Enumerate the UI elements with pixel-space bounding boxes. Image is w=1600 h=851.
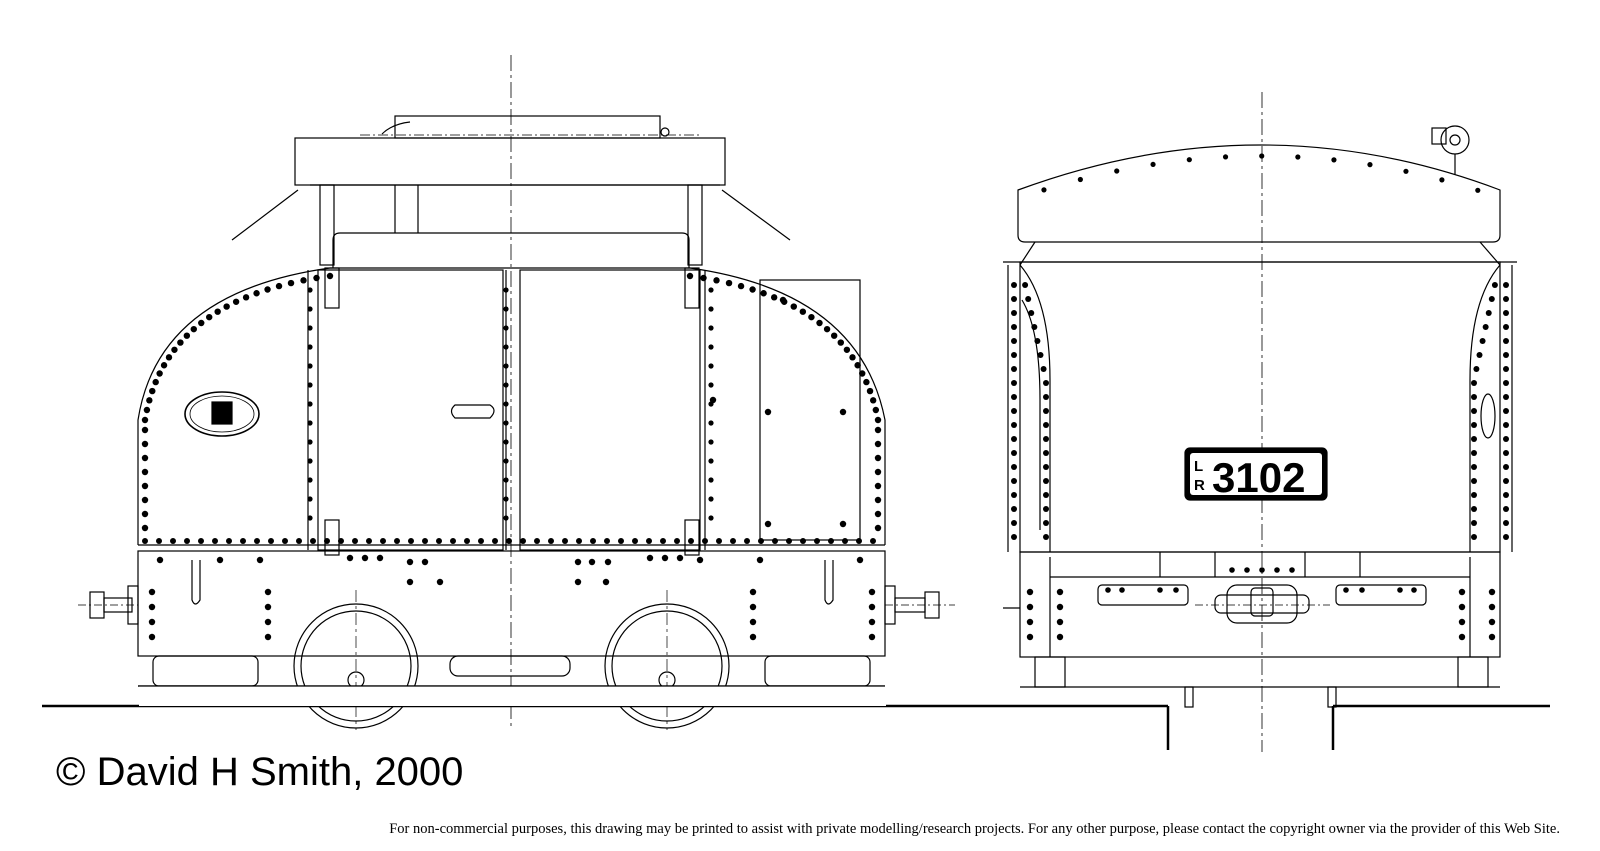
side-window-panel — [759, 279, 861, 541]
side-door-left — [317, 269, 504, 551]
usage-notice: For non-commercial purposes, this drawin… — [389, 821, 1560, 837]
side-roof — [294, 137, 726, 186]
end-view: L R 3102 — [1003, 92, 1517, 752]
side-coupler-left — [78, 585, 139, 625]
side-view — [78, 55, 955, 730]
end-side-lamp — [1480, 393, 1496, 439]
side-door-handle — [450, 404, 495, 419]
side-chassis — [137, 550, 886, 657]
copyright-text: © David H Smith, 2000 — [56, 750, 464, 794]
side-roof-pipe — [360, 115, 700, 139]
side-coupler-right — [884, 585, 955, 625]
end-number-plate: L R 3102 — [1184, 447, 1328, 501]
plate-number: 3102 — [1212, 454, 1305, 501]
plate-prefix-top: L — [1194, 458, 1203, 475]
plate-prefix-bottom: R — [1194, 477, 1205, 494]
makers-plate — [184, 391, 260, 437]
end-buffer-beam — [1019, 551, 1501, 658]
end-coupler — [1195, 584, 1330, 624]
rivets — [141, 153, 1509, 641]
side-door-right — [519, 269, 701, 551]
end-roof-lamp — [1431, 125, 1470, 175]
end-body — [1019, 261, 1501, 553]
rail-line — [42, 704, 1550, 750]
side-body-arch — [137, 267, 886, 545]
side-wheel-right — [604, 590, 730, 730]
end-roof — [1017, 144, 1501, 243]
end-buffer-left — [1097, 584, 1189, 606]
end-buffer-right — [1335, 584, 1427, 606]
side-wheel-left — [293, 590, 419, 730]
